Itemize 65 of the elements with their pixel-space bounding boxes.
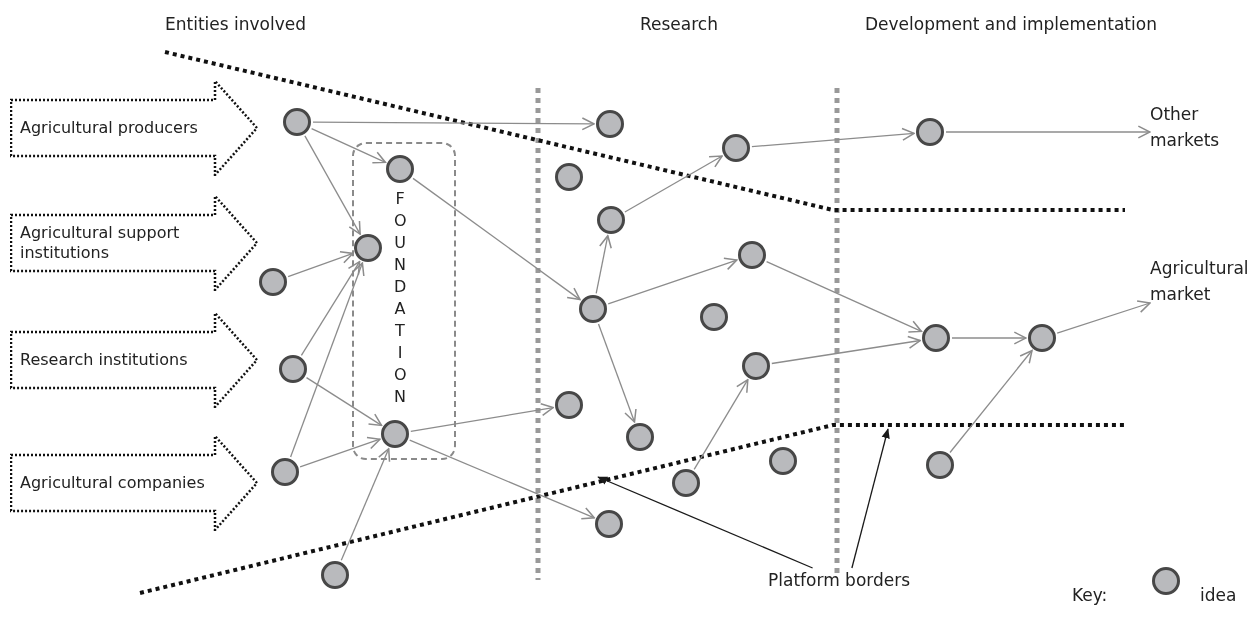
arrow: [310, 127, 387, 164]
entity-tag: Agricultural support institutions: [10, 195, 258, 291]
entity-tag: Agricultural companies: [10, 435, 258, 531]
idea-circle: [769, 447, 797, 475]
column-heading: Entities involved: [165, 13, 306, 36]
idea-circle: [283, 108, 311, 136]
idea-circle: [742, 352, 770, 380]
idea-circle: [626, 423, 654, 451]
leader-line: [597, 476, 814, 569]
idea-circle: [271, 458, 299, 486]
arrow: [951, 331, 1027, 345]
arrow: [300, 260, 361, 357]
arrow: [751, 127, 915, 148]
idea-circle: [259, 268, 287, 296]
idea-circle: [926, 451, 954, 479]
idea-circle: [354, 234, 382, 262]
arrow: [624, 155, 723, 213]
idea-circle: [922, 324, 950, 352]
arrow: [597, 323, 637, 423]
idea-circle: [1028, 324, 1056, 352]
foundation-box: [352, 142, 456, 460]
foundation-text: FOUNDATION: [394, 188, 406, 408]
idea-circle: [722, 134, 750, 162]
arrow: [771, 335, 921, 365]
idea-circle: [279, 355, 307, 383]
arrow: [410, 403, 554, 433]
arrow: [299, 436, 381, 468]
arrow: [305, 376, 383, 427]
idea-circle: [381, 420, 409, 448]
arrow: [595, 234, 612, 294]
key-label: Key:: [1072, 584, 1108, 607]
idea-circle: [916, 118, 944, 146]
idea-circle: [738, 241, 766, 269]
idea-circle: [596, 110, 624, 138]
arrow: [607, 257, 738, 305]
arrow: [412, 177, 581, 301]
idea-circle: [386, 155, 414, 183]
arrow: [289, 262, 365, 458]
legend-text: idea: [1200, 584, 1237, 607]
column-heading: Development and implementation: [865, 13, 1157, 36]
arrow: [312, 117, 595, 131]
idea-circle: [700, 303, 728, 331]
arrow: [765, 260, 923, 333]
arrow: [409, 439, 596, 520]
idea-circle: [555, 391, 583, 419]
arrow: [287, 251, 354, 278]
arrow: [304, 135, 361, 235]
idea-circle: [555, 163, 583, 191]
arrow: [340, 447, 391, 561]
idea-circle: [597, 206, 625, 234]
arrow: [1056, 300, 1151, 334]
idea-circle: [672, 469, 700, 497]
idea-circle: [595, 510, 623, 538]
arrow: [693, 378, 749, 470]
idea-circle: [579, 295, 607, 323]
idea-circle: [321, 561, 349, 589]
arrow: [949, 349, 1033, 454]
callout-text: Platform borders: [768, 568, 928, 598]
market-label: Agricultural market: [1150, 256, 1255, 316]
entity-tag: Research institutions: [10, 312, 258, 408]
column-heading: Research: [640, 13, 718, 36]
arrow: [945, 125, 1151, 139]
leader-line: [851, 428, 890, 569]
entity-tag: Agricultural producers: [10, 80, 258, 176]
market-label: Other markets: [1150, 102, 1250, 162]
